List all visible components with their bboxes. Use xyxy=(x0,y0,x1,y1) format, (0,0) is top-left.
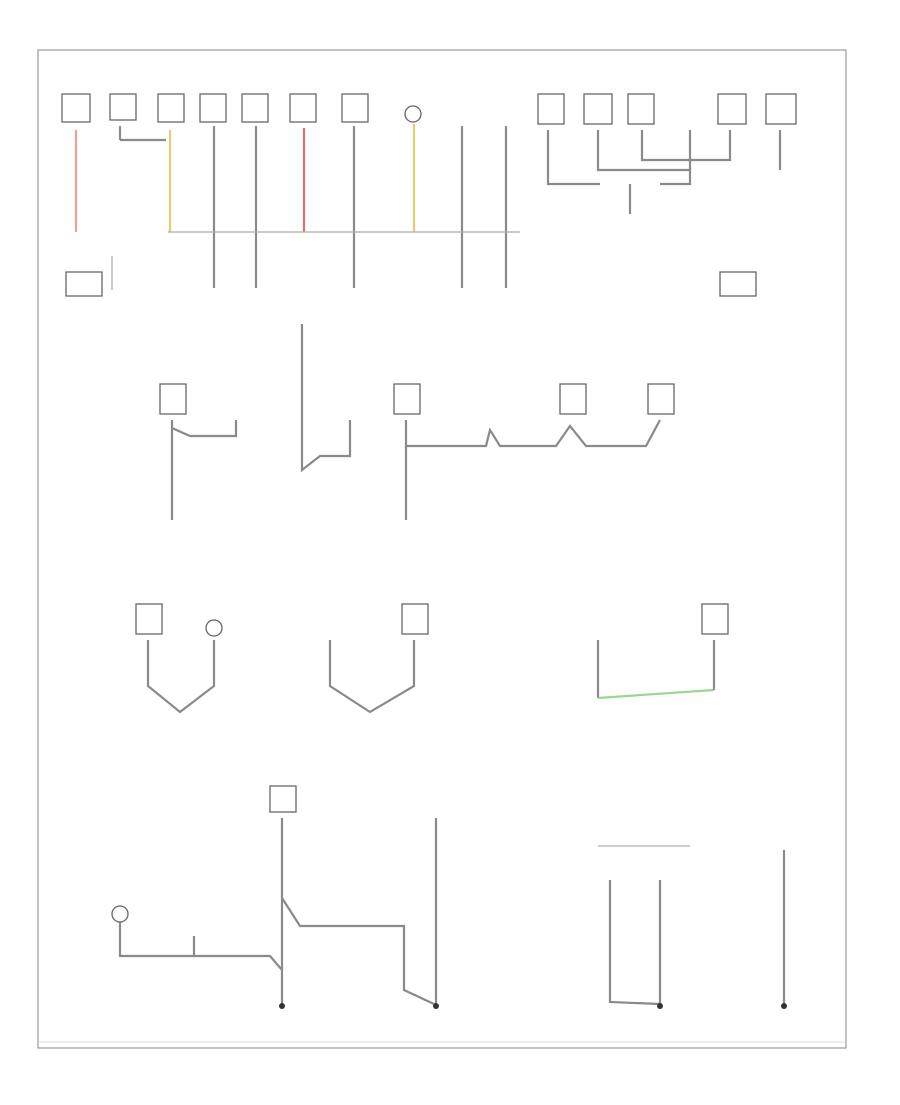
wire-bottom-6 xyxy=(608,880,662,1006)
ground-block-left xyxy=(65,271,103,297)
wire-cluster-b xyxy=(596,130,690,172)
wire-mid-1b xyxy=(171,420,238,438)
component-top-6 xyxy=(289,93,317,123)
component-top-9 xyxy=(537,93,565,125)
ground-dot-4 xyxy=(781,1003,787,1009)
diagram-frame xyxy=(37,49,847,1049)
component-top-11 xyxy=(627,93,655,125)
component-mid-2 xyxy=(393,383,421,415)
wire-mid-2 xyxy=(300,324,352,473)
wire-bottom-5 xyxy=(194,954,283,971)
component-top-3 xyxy=(157,93,185,123)
component-bottom-1 xyxy=(269,785,297,813)
section-middle-grounds xyxy=(159,324,675,520)
component-mid-3 xyxy=(559,383,587,415)
wire-mid-3b xyxy=(406,419,661,448)
wire-low-1 xyxy=(146,640,216,714)
component-low-3 xyxy=(401,603,429,635)
wire-bottom-2 xyxy=(281,897,435,1005)
component-top-5 xyxy=(241,93,269,123)
wire-low-green xyxy=(597,688,715,700)
ground-block-right xyxy=(719,271,757,297)
wire-low-2 xyxy=(328,640,416,714)
wire-cluster-d xyxy=(660,130,692,186)
wire-cluster-c xyxy=(640,130,732,162)
component-mid-1 xyxy=(159,383,187,415)
component-top-13 xyxy=(765,93,797,125)
component-top-2 xyxy=(109,93,137,121)
component-low-4 xyxy=(701,603,729,635)
bulb-bottom-1 xyxy=(111,905,129,923)
component-top-1 xyxy=(61,93,91,123)
component-top-10 xyxy=(583,93,613,125)
component-top-7 xyxy=(341,93,369,123)
component-top-12 xyxy=(717,93,747,125)
section-bottom-grounds xyxy=(111,785,787,1009)
wire-bottom-4 xyxy=(118,920,196,958)
component-top-4 xyxy=(199,93,227,123)
ground-dot-2 xyxy=(433,1003,439,1009)
wire-cluster-a xyxy=(546,130,600,186)
ground-dot-1 xyxy=(279,1003,285,1009)
section-lower-grounds xyxy=(135,603,729,714)
ground-dot-3 xyxy=(657,1003,663,1009)
bulb-low-2 xyxy=(205,619,223,637)
component-mid-4 xyxy=(647,383,675,415)
bulb-top-8 xyxy=(404,105,422,123)
section-top-ground-bus xyxy=(61,93,797,297)
component-low-1 xyxy=(135,603,163,635)
